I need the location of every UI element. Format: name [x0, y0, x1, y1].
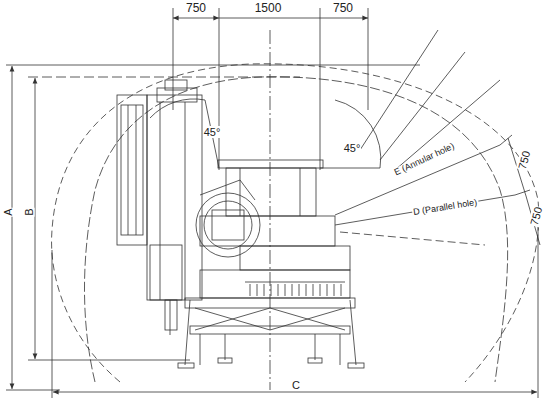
- dimension-value: 1500: [254, 2, 283, 15]
- dimension-letter: C: [291, 379, 301, 391]
- angle-value: 45°: [203, 126, 222, 138]
- hole-label: E (Annular hole): [393, 141, 458, 178]
- hole-label: D (Parallel hole): [411, 198, 478, 218]
- dimension-value: 750: [527, 205, 544, 228]
- angle-value: 45°: [343, 142, 362, 154]
- dimension-letter: A: [2, 207, 14, 216]
- dimension-value: 750: [516, 149, 533, 172]
- dimension-letter: B: [23, 207, 35, 216]
- dimension-value: 750: [332, 2, 354, 15]
- dimension-value: 750: [185, 2, 207, 15]
